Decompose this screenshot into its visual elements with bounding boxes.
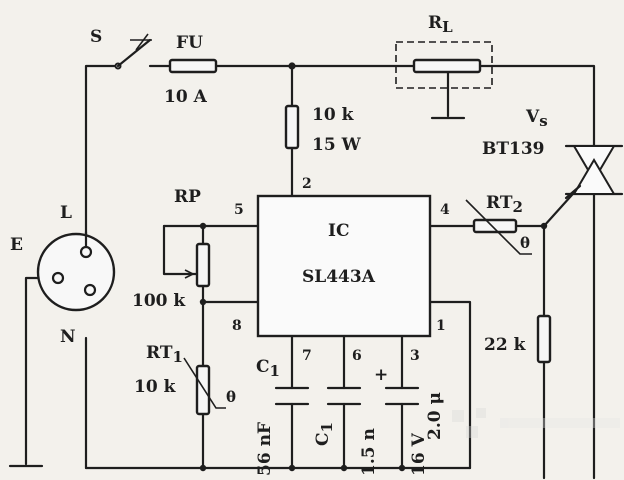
triac-label: Vs bbox=[525, 107, 548, 130]
resistor-value: 10 k bbox=[312, 105, 355, 125]
capacitor-c2: C1 1.5 n bbox=[313, 386, 379, 476]
ic-pin-5: 5 bbox=[234, 202, 244, 218]
rt2-label: RT2 bbox=[486, 193, 523, 216]
ic-name: IC bbox=[328, 221, 349, 241]
thermistor-rt1: RT1 10 k θ bbox=[134, 343, 236, 416]
c3-capacitance: 2.0 μ bbox=[425, 392, 445, 440]
ic-pin-8: 8 bbox=[232, 318, 242, 334]
socket-earth-label: E bbox=[10, 235, 23, 255]
fuse-label: FU bbox=[176, 33, 203, 53]
ic-sl443a: IC SL443A 2 5 4 8 7 6 3 1 bbox=[232, 176, 450, 364]
ic-pin-6: 6 bbox=[352, 348, 362, 364]
c1-value: 56 nF bbox=[255, 422, 275, 476]
load-label: RL bbox=[428, 13, 453, 36]
rt1-label: RT1 bbox=[146, 343, 183, 366]
rt1-value: 10 k bbox=[134, 377, 177, 397]
resistor-22k: 22 k bbox=[484, 314, 552, 364]
watermark-patch bbox=[452, 408, 620, 438]
ic-pin-7: 7 bbox=[302, 348, 312, 364]
power-socket: L E N bbox=[10, 203, 116, 347]
pot-value: 100 k bbox=[132, 291, 186, 311]
thermistor-rt2: RT2 θ bbox=[465, 193, 532, 255]
pot-label: RP bbox=[174, 187, 201, 207]
c1-label: C1 bbox=[256, 357, 280, 380]
switch-label: S bbox=[90, 27, 102, 47]
c3-voltage: 16 V bbox=[409, 432, 429, 476]
ic-pin-4: 4 bbox=[440, 202, 450, 218]
resistor-10k-15w: 10 k 15 W bbox=[284, 104, 362, 155]
capacitor-c1: C1 56 nF bbox=[255, 357, 310, 476]
socket-live-label: L bbox=[60, 203, 72, 223]
c2-label: C1 bbox=[313, 422, 336, 446]
switch-s: S bbox=[90, 27, 152, 70]
r22k-value: 22 k bbox=[484, 335, 527, 355]
triac-model: BT139 bbox=[482, 139, 545, 159]
load-rl: RL bbox=[395, 13, 493, 89]
junction-dots bbox=[199, 62, 548, 472]
socket-neutral-label: N bbox=[60, 327, 76, 347]
rt2-theta: θ bbox=[520, 234, 530, 252]
c3-plus: + bbox=[374, 365, 388, 385]
fuse-fu: FU 10 A bbox=[164, 33, 218, 107]
triac-vs: Vs BT139 bbox=[482, 107, 624, 200]
ic-pin-3: 3 bbox=[410, 348, 420, 364]
c2-value: 1.5 n bbox=[359, 428, 379, 476]
rt1-theta: θ bbox=[226, 388, 236, 406]
capacitor-c3: + 16 V 2.0 μ bbox=[374, 365, 445, 476]
ic-model: SL443A bbox=[302, 267, 376, 287]
ic-pin-2: 2 bbox=[302, 176, 312, 192]
ic-pin-1: 1 bbox=[436, 318, 446, 334]
fuse-rating: 10 A bbox=[164, 87, 208, 107]
resistor-power: 15 W bbox=[312, 135, 362, 155]
potentiometer-rp: RP 100 k bbox=[132, 187, 211, 311]
